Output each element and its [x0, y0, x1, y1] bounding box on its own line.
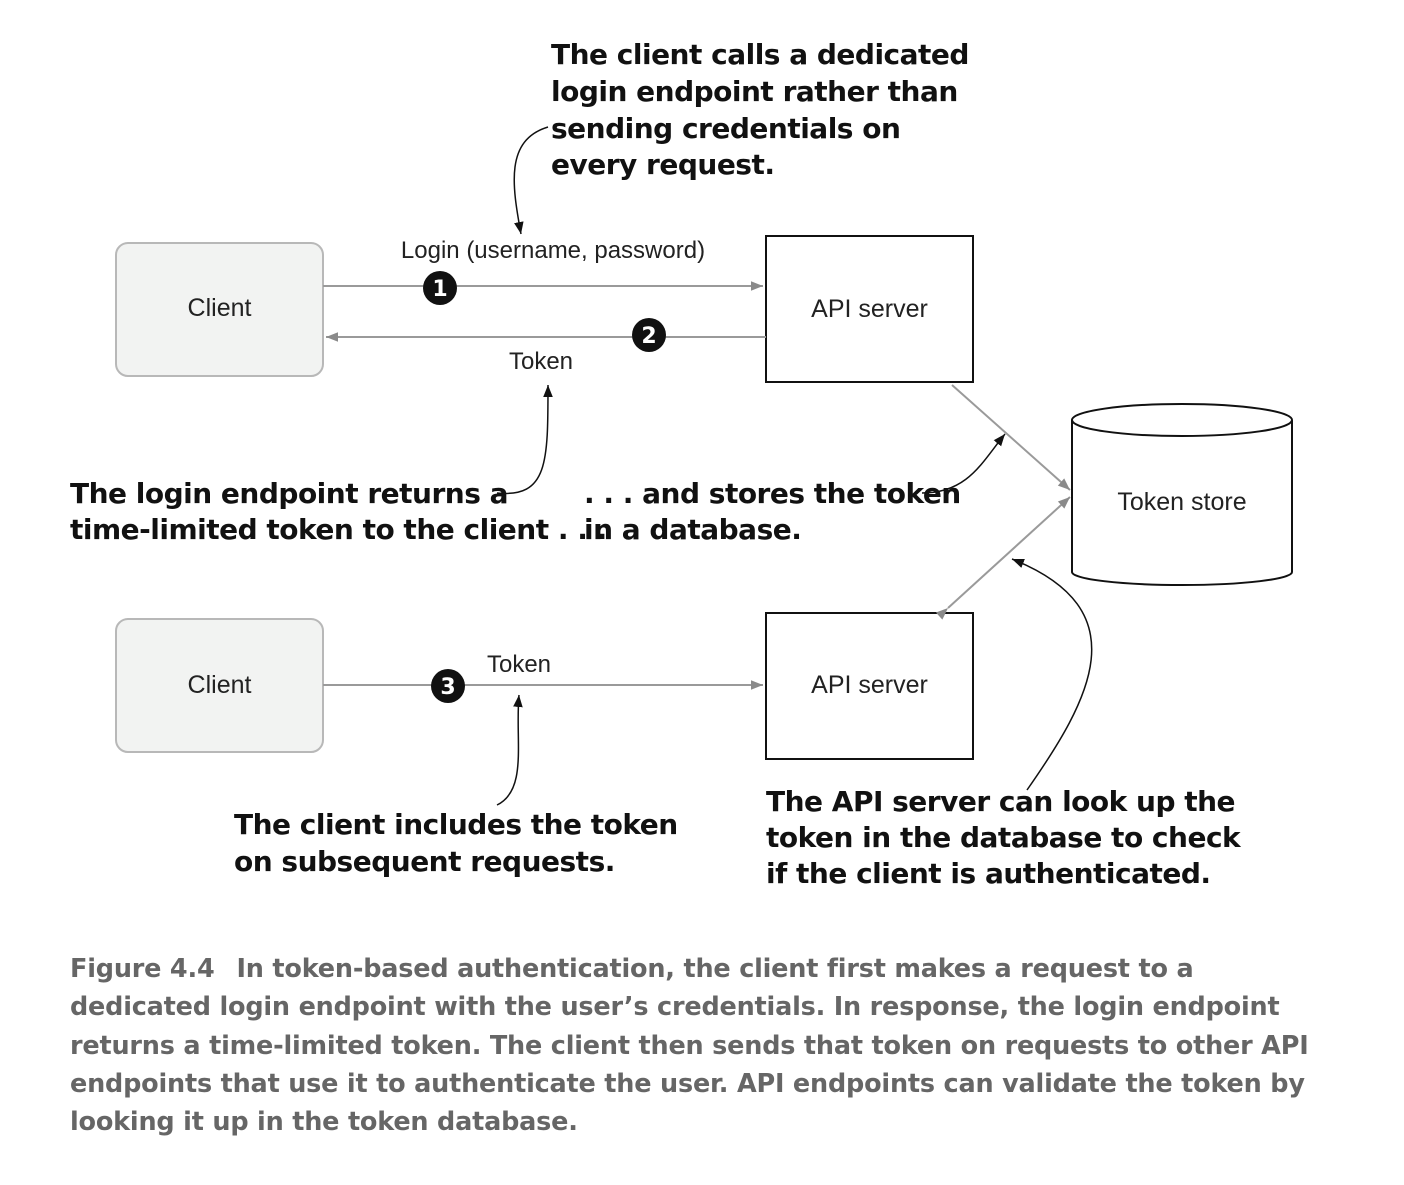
client-node-top: Client: [115, 242, 324, 377]
callout-pointer-stores: [921, 433, 1006, 494]
token-return-label: Token: [509, 348, 573, 375]
api-bottom-label: API server: [811, 671, 928, 699]
api-server-node-top: API server: [765, 235, 974, 383]
annotation-lookup: The API server can look up the token in …: [766, 785, 1249, 890]
step-badge-3-label: 3: [440, 675, 455, 700]
token-auth-diagram: Client API server Token store Client API…: [70, 38, 1293, 890]
client-bottom-label: Client: [188, 671, 252, 699]
annotation-subsequent-requests: The client includes the token on subsequ…: [234, 808, 687, 878]
step-badge-3: 3: [431, 669, 465, 703]
token-store-label: Token store: [1117, 488, 1246, 516]
token-store-node: Token store: [1071, 403, 1293, 586]
edge-token-response: Token: [326, 332, 766, 375]
edge-store-token: [951, 384, 1071, 491]
step-badge-1-label: 1: [432, 277, 447, 302]
annotation-stores-token: . . . and stores the token in a database…: [584, 477, 970, 546]
edge-login-request: Login (username, password): [323, 237, 763, 291]
client-node-bottom: Client: [115, 618, 324, 753]
figure-number: Figure 4.4: [70, 954, 215, 984]
step-badge-1: 1: [423, 271, 457, 305]
step-badge-2: 2: [632, 318, 666, 352]
annotation-returns-token: The login endpoint returns a time-limite…: [70, 477, 607, 546]
figure-caption-text: In token-based authentication, the clien…: [70, 954, 1309, 1138]
step-badge-2-label: 2: [641, 324, 656, 349]
callout-pointer-subsequent: [496, 694, 523, 806]
edge-token-request: Token: [323, 651, 763, 690]
api-top-label: API server: [811, 295, 928, 323]
callout-pointer-lookup: [1011, 558, 1093, 791]
login-edge-label: Login (username, password): [401, 237, 705, 264]
annotation-login-endpoint: The client calls a dedicated login endpo…: [551, 38, 978, 181]
callout-pointer-returns: [496, 384, 553, 495]
token-request-label: Token: [487, 651, 551, 678]
edge-lookup-token: [935, 496, 1071, 620]
api-server-node-bottom: API server: [765, 612, 974, 760]
callout-pointer-login: [513, 126, 549, 235]
client-top-label: Client: [188, 294, 252, 322]
